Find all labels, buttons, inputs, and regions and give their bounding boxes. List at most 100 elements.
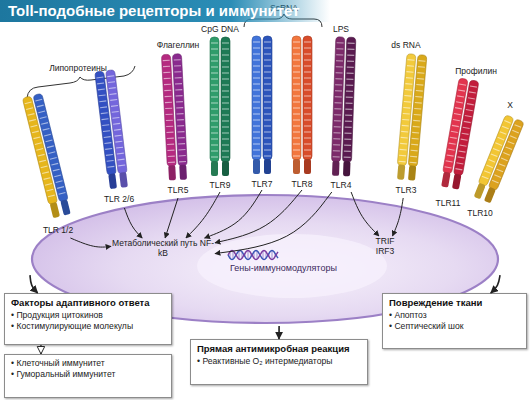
receptor-domain [172, 54, 187, 166]
domain-stripe [469, 92, 476, 93]
domain-stripe [45, 183, 52, 185]
domain-stripe [403, 107, 410, 109]
domain-stripe [515, 125, 521, 128]
domain-stripe [486, 165, 492, 168]
domain-stripe [178, 149, 185, 150]
domain-stripe [222, 78, 229, 79]
domain-stripe [108, 81, 115, 83]
receptor-domain [408, 55, 427, 167]
bullet-item: • Продукция цитокинов [11, 310, 165, 321]
node-text: ds RNA [376, 40, 436, 50]
domain-stripe [177, 131, 184, 132]
domain-stripe [411, 144, 418, 146]
domain-stripe [401, 131, 408, 133]
domain-stripe [411, 150, 418, 152]
domain-stripe [38, 111, 45, 113]
domain-stripe [211, 150, 218, 151]
diagram-title: Toll-подобные рецепторы и иммунитет [0, 0, 330, 22]
domain-stripe [53, 169, 60, 171]
domain-stripe [253, 113, 260, 114]
domain-stripe [336, 60, 343, 61]
domain-stripe [304, 65, 311, 66]
domain-stripe [264, 89, 271, 90]
domain-stripe [293, 47, 300, 48]
domain-stripe [414, 114, 421, 116]
receptor-shape [284, 34, 320, 190]
domain-stripe [253, 131, 260, 132]
receptor-shape [318, 24, 364, 192]
domain-stripe [253, 125, 260, 126]
domain-stripe [418, 60, 425, 62]
domain-stripe [41, 123, 48, 125]
domain-stripe [346, 97, 353, 98]
domain-stripe [344, 133, 351, 134]
domain-stripe [455, 169, 462, 170]
domain-stripe [293, 95, 300, 96]
domain-stripe [336, 72, 343, 73]
domain-stripe [56, 181, 63, 183]
domain-stripe [28, 114, 35, 116]
domain-stripe [177, 119, 184, 120]
domain-stripe [222, 120, 229, 121]
domain-stripe [31, 125, 38, 127]
receptor-shape [150, 40, 206, 198]
domain-stripe [304, 47, 311, 48]
tir-domain [293, 159, 300, 174]
domain-stripe [293, 89, 300, 90]
domain-stripe [264, 83, 271, 84]
domain-stripe [304, 71, 311, 72]
domain-stripe [104, 142, 111, 144]
domain-stripe [293, 149, 300, 150]
domain-stripe [416, 84, 423, 86]
domain-stripe [164, 84, 171, 85]
receptor-bars [22, 93, 71, 218]
domain-stripe [42, 172, 49, 174]
tir-domain [253, 159, 260, 174]
domain-stripe [347, 55, 354, 56]
domain-stripe [333, 150, 340, 151]
domain-stripe [304, 59, 311, 60]
tir-domain [343, 161, 351, 176]
tir-domain [108, 173, 117, 189]
domain-stripe [50, 158, 57, 160]
domain-stripe [222, 108, 229, 109]
domain-stripe [446, 161, 453, 162]
domain-stripe [106, 154, 113, 156]
node-text: TLR11 [426, 198, 470, 208]
domain-stripe [107, 160, 114, 162]
domain-stripe [264, 131, 271, 132]
domain-stripe [304, 149, 311, 150]
domain-stripe [253, 119, 260, 120]
domain-stripe [163, 72, 170, 73]
tir-domain [397, 164, 405, 180]
domain-stripe [264, 149, 271, 150]
domain-stripe [406, 71, 413, 73]
domain-stripe [482, 176, 488, 179]
domain-stripe [512, 130, 518, 133]
domain-stripe [36, 149, 43, 151]
domain-stripe [336, 54, 343, 55]
domain-stripe [26, 108, 33, 110]
receptor-bars [95, 70, 129, 190]
domain-stripe [211, 60, 218, 61]
domain-stripe [293, 59, 300, 60]
domain-stripe [333, 156, 340, 157]
node-text: TLR3 [378, 185, 434, 195]
domain-stripe [222, 84, 229, 85]
domain-stripe [293, 65, 300, 66]
domain-stripe [334, 132, 341, 133]
node-text: TLR7 [244, 179, 280, 189]
domain-stripe [334, 120, 341, 121]
tir-domain [264, 159, 271, 174]
domain-stripe [211, 126, 218, 127]
domain-stripe [264, 59, 271, 60]
domain-stripe [211, 72, 218, 73]
receptor-domain [303, 36, 312, 160]
tir-domain [179, 165, 187, 180]
domain-stripe [164, 78, 171, 79]
domain-stripe [25, 102, 32, 104]
node-text: Гены-иммуномодуляторы [230, 263, 400, 274]
domain-stripe [253, 59, 260, 60]
domain-stripe [222, 150, 229, 151]
